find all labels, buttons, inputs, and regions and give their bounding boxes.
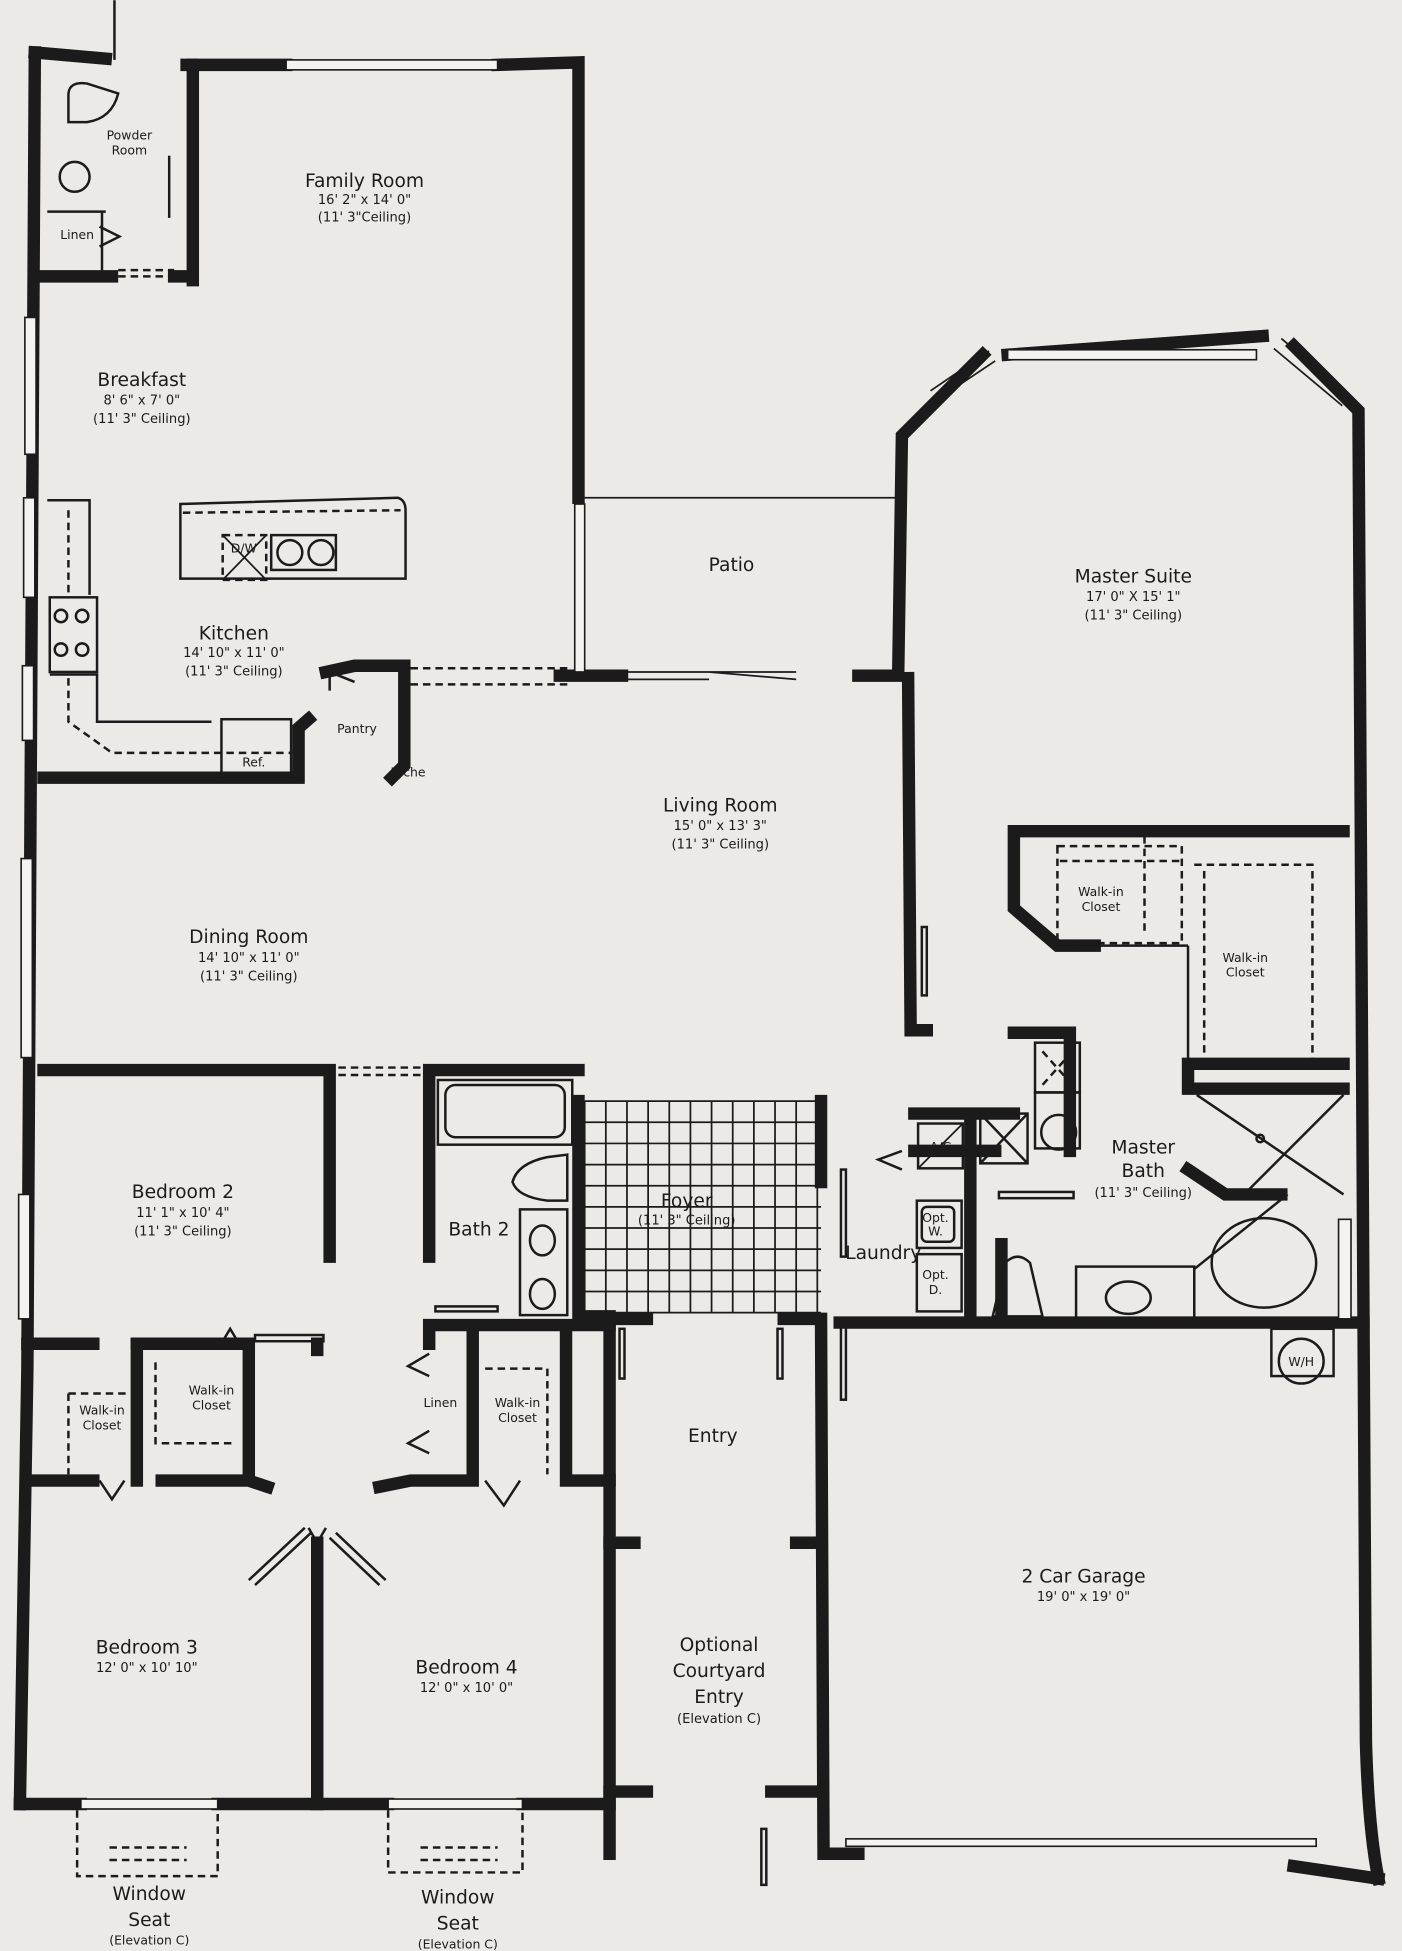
sink-icon xyxy=(58,160,91,194)
window-seat-label-2: Seat xyxy=(437,1914,479,1935)
bedroom3-dims: 12' 0" x 10' 10" xyxy=(96,1661,198,1676)
garage-name: 2 Car Garage xyxy=(1021,1567,1145,1588)
opt-dryer-label-2: D. xyxy=(929,1282,943,1297)
window-seat-note: (Elevation C) xyxy=(109,1933,189,1948)
windows xyxy=(17,59,1352,1848)
courtyard-line3: Entry xyxy=(694,1687,744,1708)
bedroom4-name: Bedroom 4 xyxy=(415,1657,517,1678)
walk-in-closet-label-2: Closet xyxy=(498,1410,537,1425)
ac-label: A/C xyxy=(930,1139,952,1154)
entry-name: Entry xyxy=(688,1426,738,1447)
walk-in-closet-label-2: Closet xyxy=(1226,965,1265,980)
window-seat-label-2: Seat xyxy=(128,1910,170,1931)
breakfast-dims: 8' 6" x 7' 0" xyxy=(103,393,180,408)
courtyard-line2: Courtyard xyxy=(673,1661,766,1682)
foyer-ceiling: (11' 3" Ceiling) xyxy=(638,1213,736,1228)
niche-label: Niche xyxy=(390,764,425,779)
patio-name: Patio xyxy=(709,555,755,576)
garage-dims: 19' 0" x 19' 0" xyxy=(1037,1590,1130,1605)
master-suite-dims: 17' 0" X 15' 1" xyxy=(1086,590,1181,605)
master-suite-ceiling: (11' 3" Ceiling) xyxy=(1085,609,1183,624)
courtyard-note: (Elevation C) xyxy=(677,1712,761,1727)
bedroom3-name: Bedroom 3 xyxy=(96,1637,198,1658)
walk-in-closet-label-2: Closet xyxy=(83,1418,122,1433)
water-heater-label: W/H xyxy=(1288,1354,1314,1369)
double-sink-icon xyxy=(269,533,338,572)
foyer-name: Foyer xyxy=(661,1191,713,1212)
walk-in-closet-label: Walk-in xyxy=(1078,884,1124,899)
kitchen-name: Kitchen xyxy=(199,624,269,645)
linen-label: Linen xyxy=(60,227,94,242)
walk-in-closet-label: Walk-in xyxy=(189,1383,235,1398)
kitchen-island xyxy=(179,496,407,580)
bedroom4-dims: 12' 0" x 10' 0" xyxy=(420,1681,513,1696)
toilet-icon xyxy=(991,1255,1045,1318)
family-room-ceiling: (11' 3"Ceiling) xyxy=(318,211,411,226)
walk-in-closet-label: Walk-in xyxy=(495,1395,541,1410)
breakfast-name: Breakfast xyxy=(97,370,186,391)
powder-room-label-2: Room xyxy=(112,142,147,157)
tub-icon xyxy=(1210,1216,1318,1309)
walk-in-closet-label: Walk-in xyxy=(1222,950,1268,965)
room-labels: Powder Room Linen Family Room 16' 2" x 1… xyxy=(60,128,1314,1951)
window-seat-note: (Elevation C) xyxy=(418,1936,498,1951)
bathtub-icon xyxy=(444,1083,567,1139)
window-seat-label: Window xyxy=(113,1884,187,1905)
opt-washer-label-2: W. xyxy=(928,1223,943,1238)
dining-room-name: Dining Room xyxy=(189,927,308,948)
master-bath-name: Master xyxy=(1111,1137,1175,1158)
opt-dryer-label: Opt. xyxy=(922,1267,949,1282)
shower-icon xyxy=(1196,1093,1345,1196)
stove-icon xyxy=(48,596,99,674)
kitchen-ceiling: (11' 3" Ceiling) xyxy=(185,665,283,680)
dining-room-dims: 14' 10" x 11' 0" xyxy=(198,951,300,966)
refrigerator xyxy=(220,717,293,777)
kitchen-dims: 14' 10" x 11' 0" xyxy=(183,646,285,661)
pantry-label: Pantry xyxy=(337,721,377,736)
master-bath-name-2: Bath xyxy=(1122,1161,1165,1182)
bath2-name: Bath 2 xyxy=(448,1219,509,1240)
master-suite-name: Master Suite xyxy=(1075,566,1192,587)
bedroom2-ceiling: (11' 3" Ceiling) xyxy=(134,1224,232,1239)
window-seat-label: Window xyxy=(421,1888,495,1909)
toilet-icon xyxy=(511,1153,569,1202)
walk-in-closet-label-2: Closet xyxy=(192,1398,231,1413)
living-room-name: Living Room xyxy=(663,795,778,816)
walk-in-closet-label: Walk-in xyxy=(79,1403,125,1418)
walk-in-closet-label-2: Closet xyxy=(1082,899,1121,914)
living-room-ceiling: (11' 3" Ceiling) xyxy=(672,838,770,853)
linen-label: Linen xyxy=(423,1395,457,1410)
family-room-name: Family Room xyxy=(305,171,424,192)
opt-washer-label: Opt. xyxy=(922,1210,949,1225)
walls xyxy=(13,45,1386,1886)
bedroom2-name: Bedroom 2 xyxy=(132,1182,234,1203)
living-room-dims: 15' 0" x 13' 3" xyxy=(674,819,767,834)
courtyard-line1: Optional xyxy=(680,1635,759,1656)
door-swing-icon xyxy=(98,225,123,248)
master-bath-ceiling: (11' 3" Ceiling) xyxy=(1094,1186,1192,1201)
water-heater-icon xyxy=(1277,1337,1325,1385)
laundry-name: Laundry xyxy=(845,1243,921,1264)
ref-label: Ref. xyxy=(242,755,265,770)
family-room-dims: 16' 2" x 14' 0" xyxy=(318,193,411,208)
dining-room-ceiling: (11' 3" Ceiling) xyxy=(200,969,298,984)
dishwasher-label: D/W xyxy=(231,541,257,556)
toilet-icon xyxy=(67,81,120,124)
bedroom2-dims: 11' 1" x 10' 4" xyxy=(136,1206,229,1221)
fixtures xyxy=(47,0,1345,1887)
powder-room-label: Powder xyxy=(107,128,153,143)
breakfast-ceiling: (11' 3" Ceiling) xyxy=(93,412,191,427)
foyer-tile-grid xyxy=(583,1100,822,1314)
